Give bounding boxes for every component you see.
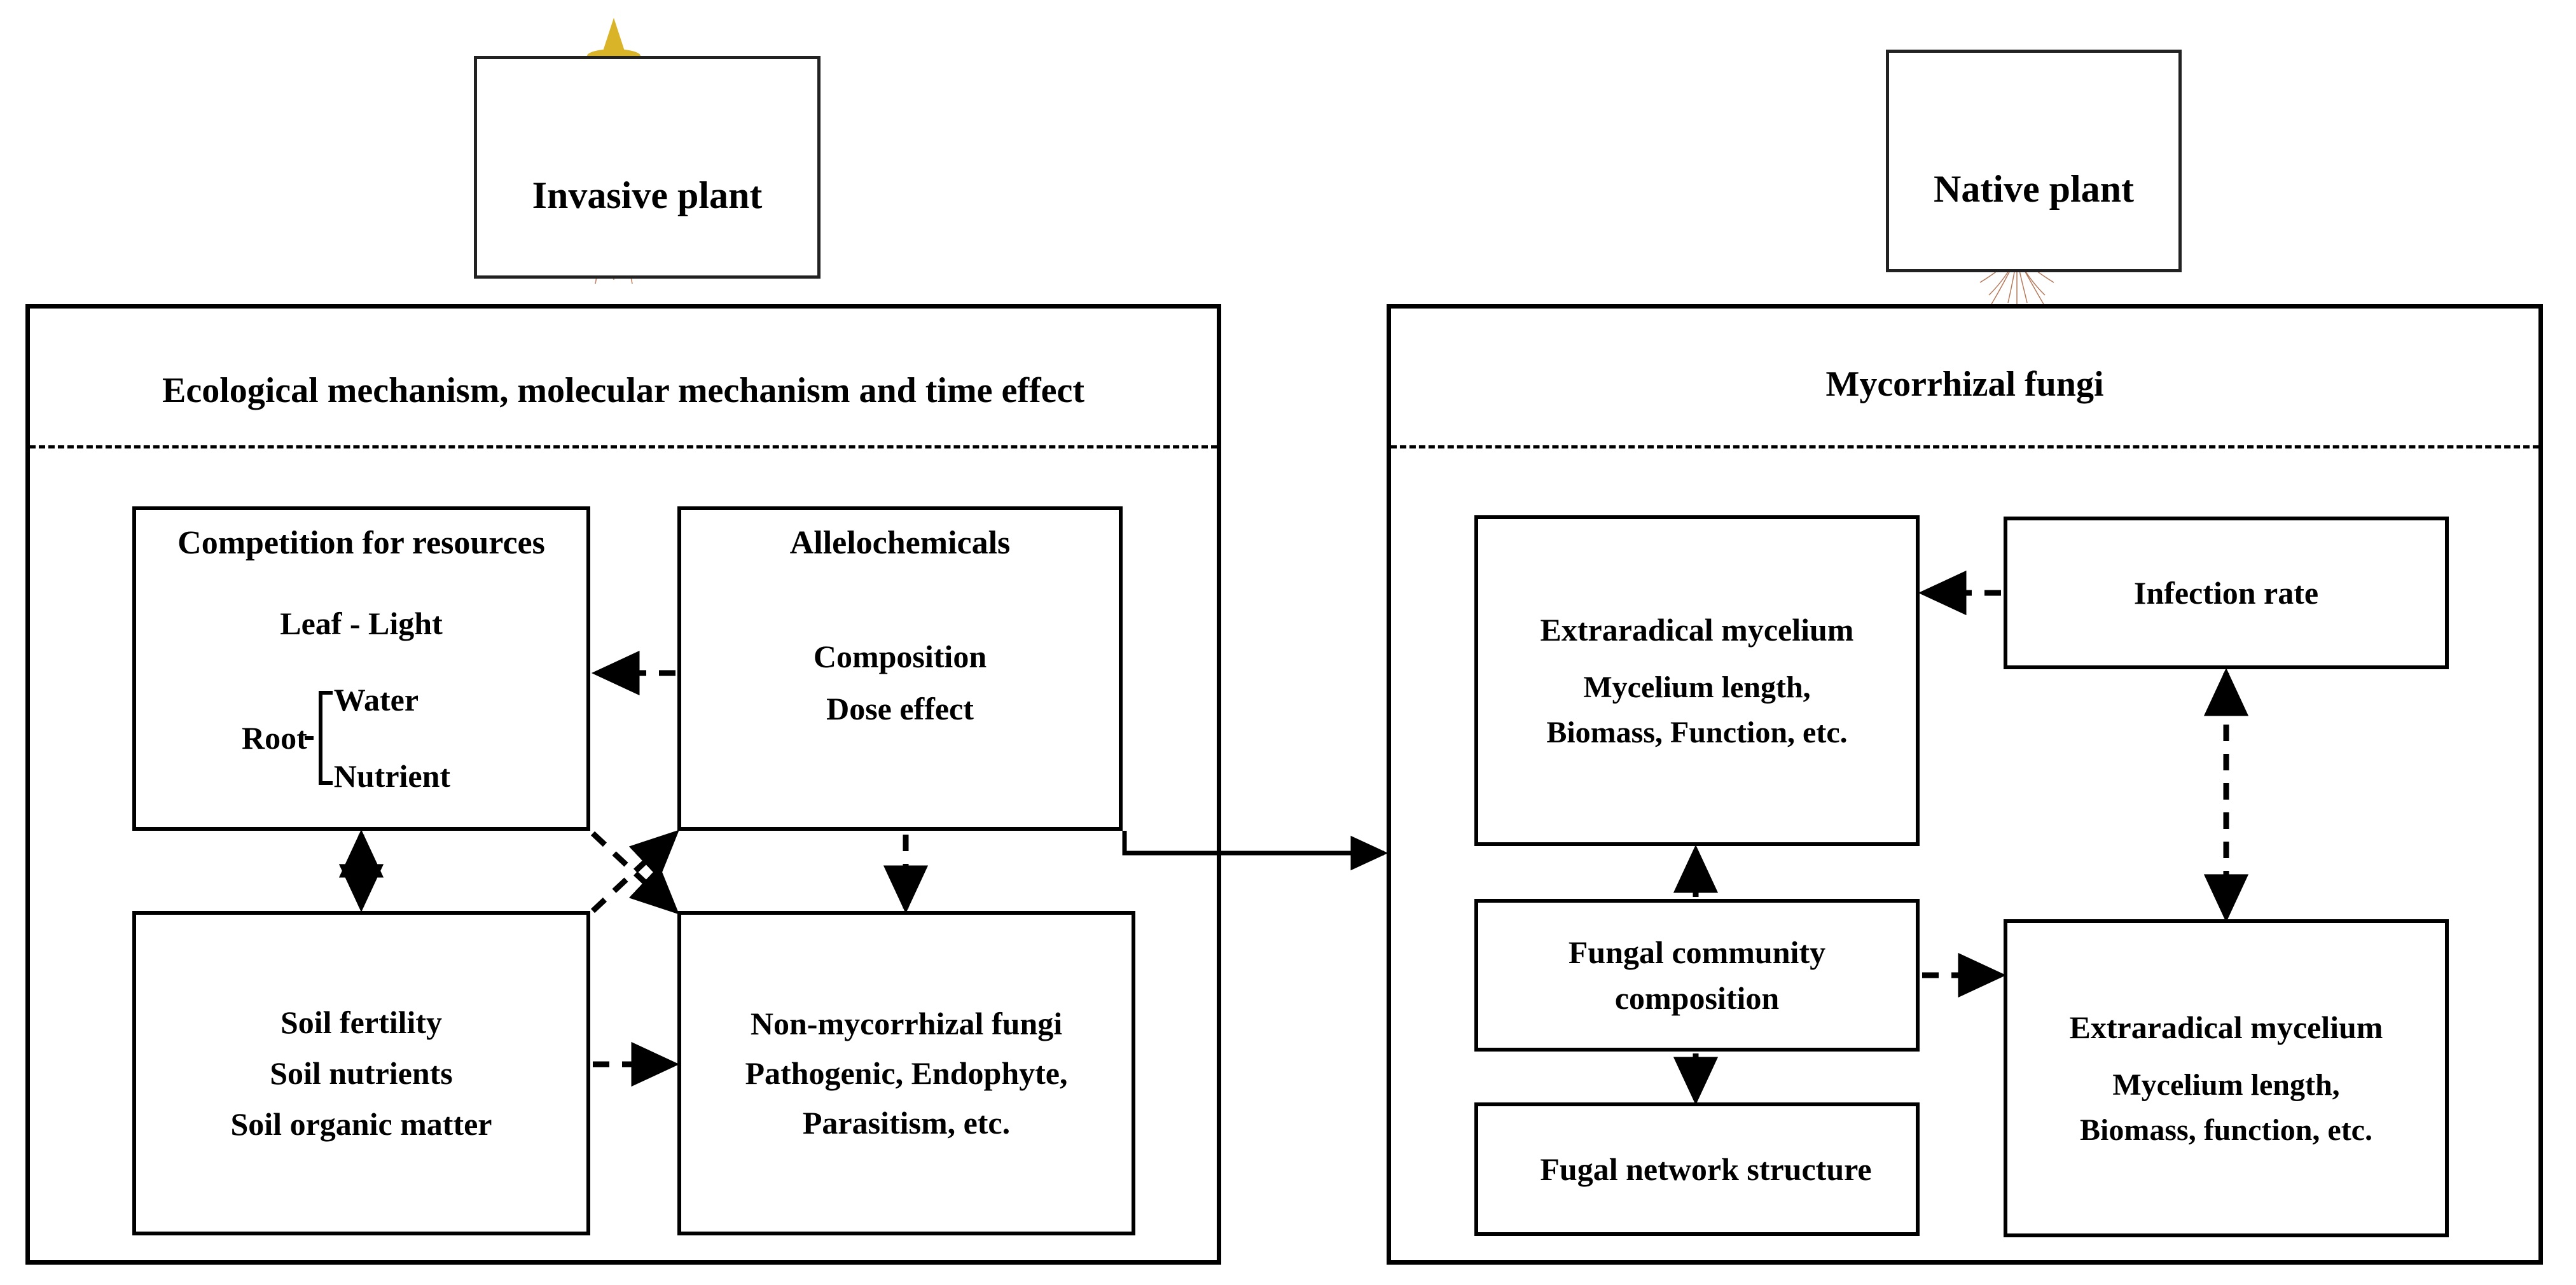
soil-line-2: Soil nutrients — [270, 1055, 453, 1091]
fungal-network-box[interactable]: Fugal network structure — [1474, 1102, 1920, 1236]
extraradical-upper-line-3: Biomass, Function, etc. — [1546, 716, 1848, 749]
competition-leaf-line: Leaf - Light — [280, 605, 443, 641]
competition-root-items: Water Nutrient — [334, 684, 450, 792]
native-plant-label: Native plant — [1934, 168, 2134, 210]
extraradical-upper-line-2: Mycelium length, — [1583, 670, 1811, 704]
native-plant-image-frame — [1886, 50, 2182, 272]
left-panel-title: Ecological mechanism, molecular mechanis… — [162, 371, 1084, 410]
fungal-network-line-1: Fugal network structure — [1540, 1151, 1872, 1187]
invasive-plant-image-frame — [474, 56, 821, 279]
soil-box[interactable]: Soil fertility Soil nutrients Soil organ… — [132, 911, 590, 1235]
extraradical-upper-line-1: Extraradical mycelium — [1540, 611, 1854, 648]
competition-root-label: Root — [242, 720, 307, 756]
right-panel-title: Mycorrhizal fungi — [1825, 365, 2104, 404]
competition-box[interactable]: Competition for resources Leaf - Light — [132, 506, 590, 831]
root-brace-icon — [304, 691, 333, 785]
allelochemicals-box-title: Allelochemicals — [789, 525, 1011, 561]
fungal-community-line-1: Fungal community — [1568, 934, 1826, 970]
non-mycorrhizal-line-1: Non-mycorrhizal fungi — [750, 1006, 1063, 1041]
extraradical-lower-box[interactable]: Extraradical mycelium Mycelium length, B… — [2004, 919, 2449, 1237]
extraradical-lower-line-3: Biomass, function, etc. — [2080, 1113, 2372, 1147]
allelochemicals-line-1: Composition — [813, 638, 987, 674]
competition-root-item-water: Water — [333, 682, 419, 718]
non-mycorrhizal-line-3: Parasitism, etc. — [802, 1105, 1011, 1141]
fungal-community-line-2: composition — [1614, 980, 1780, 1016]
invasive-plant-label: Invasive plant — [532, 174, 763, 216]
competition-root-item-nutrient: Nutrient — [333, 758, 451, 794]
extraradical-upper-box[interactable]: Extraradical mycelium Mycelium length, B… — [1474, 515, 1920, 846]
infection-rate-line-1: Infection rate — [2133, 575, 2319, 611]
competition-root-group: Root Water Nutrient — [242, 684, 450, 792]
competition-box-title: Competition for resources — [177, 525, 545, 561]
right-panel-divider — [1390, 445, 2539, 448]
left-panel-divider — [29, 445, 1217, 448]
soil-line-3: Soil organic matter — [230, 1106, 492, 1142]
extraradical-lower-line-1: Extraradical mycelium — [2069, 1009, 2383, 1045]
allelochemicals-line-2: Dose effect — [826, 690, 974, 726]
soil-line-1: Soil fertility — [280, 1004, 443, 1040]
left-panel — [25, 304, 1221, 1265]
extraradical-lower-line-2: Mycelium length, — [2112, 1067, 2340, 1102]
non-mycorrhizal-line-2: Pathogenic, Endophyte, — [745, 1055, 1068, 1091]
allelochemicals-box[interactable]: Allelochemicals Composition Dose effect — [677, 506, 1123, 831]
fungal-community-box[interactable]: Fungal community composition — [1474, 899, 1920, 1052]
right-panel — [1387, 304, 2543, 1265]
non-mycorrhizal-box[interactable]: Non-mycorrhizal fungi Pathogenic, Endoph… — [677, 911, 1135, 1235]
infection-rate-box[interactable]: Infection rate — [2004, 517, 2449, 669]
